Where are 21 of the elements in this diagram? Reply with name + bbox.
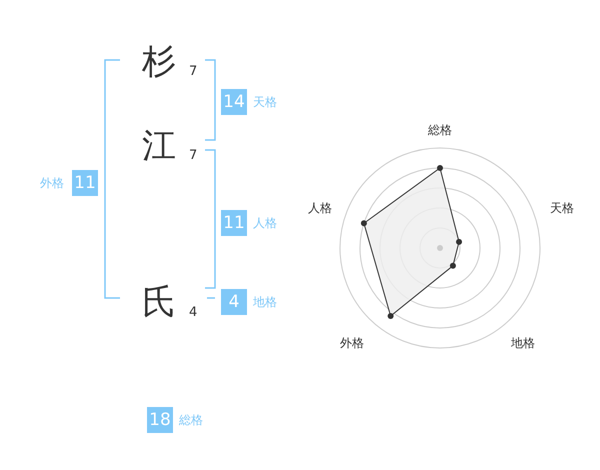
name-character: 杉 — [142, 42, 176, 82]
score-label: 総格 — [179, 412, 203, 428]
score-label: 外格 — [40, 175, 64, 191]
score-value: 14 — [221, 89, 247, 115]
stroke-count: 4 — [189, 305, 198, 321]
score-value: 18 — [147, 407, 173, 433]
axis-label: 地格 — [511, 335, 535, 351]
axis-label: 総格 — [428, 122, 452, 138]
axis-label: 外格 — [340, 335, 364, 351]
axis-label: 人格 — [308, 200, 332, 216]
score-label: 地格 — [253, 294, 277, 310]
score-label: 天格 — [253, 94, 277, 110]
name-character: 氏 — [142, 282, 176, 322]
name-character: 江 — [142, 126, 176, 166]
score-value: 11 — [72, 170, 98, 196]
score-value: 4 — [221, 289, 247, 315]
stroke-count: 7 — [189, 148, 198, 164]
axis-label: 天格 — [550, 200, 574, 216]
stroke-count: 7 — [189, 64, 198, 80]
score-label: 人格 — [253, 215, 277, 231]
score-value: 11 — [221, 210, 247, 236]
